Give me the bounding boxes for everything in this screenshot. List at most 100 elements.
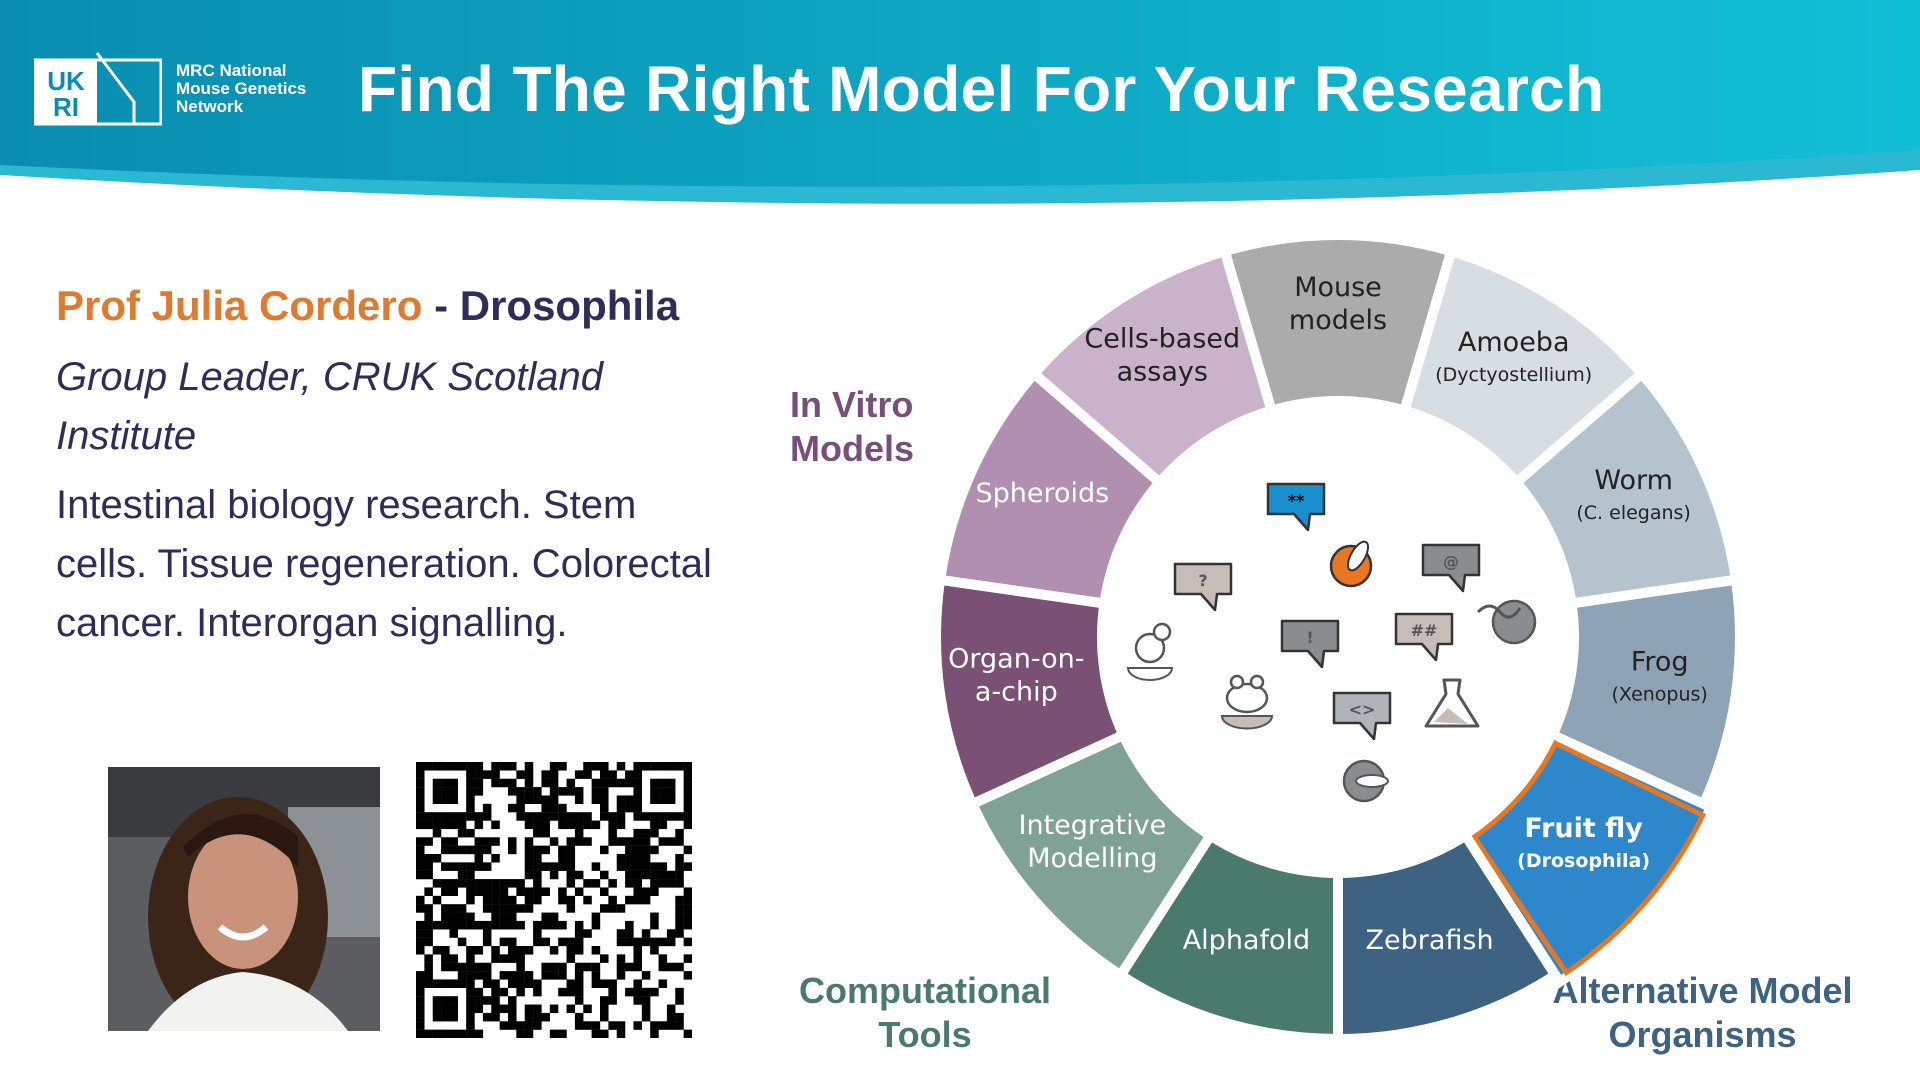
qr-module (600, 904, 609, 913)
qr-module (533, 820, 542, 830)
qr-module (516, 803, 525, 813)
qr-module (566, 937, 576, 947)
qr-module (616, 929, 626, 938)
qr-module (541, 778, 550, 788)
qr-module (608, 996, 617, 1005)
qr-module (457, 820, 467, 830)
qr-module (650, 912, 659, 922)
qr-module (516, 987, 525, 997)
qr-module (424, 870, 433, 880)
wheel-segment[interactable]: Zebrafish (1333, 828, 1563, 1045)
qr-module (675, 996, 684, 1005)
qr-module (591, 1029, 601, 1038)
qr-module (608, 987, 617, 997)
qr-module (424, 862, 433, 871)
qr-module (508, 971, 517, 980)
qr-module (508, 803, 517, 813)
qr-module (566, 946, 576, 955)
qr-module (524, 1012, 534, 1022)
qr-module (558, 987, 567, 997)
qr-module (516, 971, 525, 980)
qr-module (524, 904, 534, 913)
qr-module (558, 762, 567, 771)
qr-module (600, 812, 609, 821)
qr-module (441, 912, 450, 922)
qr-module (474, 879, 484, 888)
qr-module (516, 962, 525, 972)
qr-module (474, 762, 484, 771)
qr-module (466, 971, 475, 980)
qr-module (432, 795, 442, 804)
qr-module (466, 920, 475, 930)
wheel-segment[interactable]: Organ-on-a-chip (931, 574, 1130, 811)
qr-module (457, 971, 467, 980)
qr-module (558, 1029, 567, 1038)
qr-module (666, 1021, 676, 1030)
fruit-fly-icon (1329, 540, 1373, 588)
qr-module (566, 862, 576, 871)
qr-module (441, 778, 450, 788)
qr-module (533, 979, 542, 988)
wheel-segment[interactable]: Alphafold (1113, 828, 1343, 1045)
qr-module (549, 762, 559, 771)
qr-module (416, 1029, 425, 1038)
qr-module (416, 762, 425, 771)
qr-module (549, 837, 559, 846)
wheel-segment[interactable]: Fruit fly(Drosophila) (1458, 728, 1718, 989)
qr-module (457, 979, 467, 988)
qr-module (441, 946, 450, 955)
qr-module (625, 929, 634, 938)
qr-module (608, 904, 617, 913)
qr-module (466, 954, 475, 963)
qr-module (474, 862, 484, 871)
qr-module (449, 795, 458, 804)
qr-module (541, 845, 550, 855)
qr-module (416, 862, 425, 871)
qr-module (516, 770, 525, 779)
qr-module (625, 920, 634, 930)
qr-module (625, 862, 634, 871)
qr-module (441, 862, 450, 871)
qr-module (424, 954, 433, 963)
qr-module (641, 987, 651, 997)
qr-module (466, 887, 475, 896)
segment-label: Amoeba (1458, 327, 1570, 358)
qr-module (482, 837, 492, 846)
wheel-segment[interactable]: Frog(Xenopus) (1546, 574, 1745, 811)
qr-module (650, 987, 659, 997)
qr-module (574, 812, 584, 821)
qr-module (516, 795, 525, 804)
qr-module (491, 920, 500, 930)
qr-module (541, 820, 550, 830)
segment-shape (965, 728, 1218, 983)
qr-module (591, 946, 601, 955)
qr-module (675, 879, 684, 888)
segment-shape (1458, 728, 1718, 989)
bubble-text: ! (1306, 628, 1313, 647)
wheel-segment[interactable]: Spheroids (934, 366, 1167, 610)
qr-module (466, 862, 475, 871)
qr-module (441, 845, 450, 855)
qr-module (633, 962, 642, 972)
qr-module (616, 971, 626, 980)
qr-module (449, 862, 458, 871)
qr-module (491, 837, 500, 846)
qr-module (625, 770, 634, 779)
qr-module (658, 879, 668, 888)
segment-label: Organ-on-a-chip (948, 643, 1084, 707)
qr-module (566, 879, 576, 888)
qr-module (641, 1012, 651, 1022)
qr-module (424, 937, 433, 947)
qr-module (566, 845, 576, 855)
qr-module (566, 854, 576, 863)
wheel-segment[interactable]: Worm(C. elegans) (1509, 366, 1742, 610)
qr-module (416, 787, 425, 796)
qr-module (566, 812, 576, 821)
qr-module (416, 1004, 425, 1014)
qr-module (449, 979, 458, 988)
qr-module (641, 895, 651, 905)
